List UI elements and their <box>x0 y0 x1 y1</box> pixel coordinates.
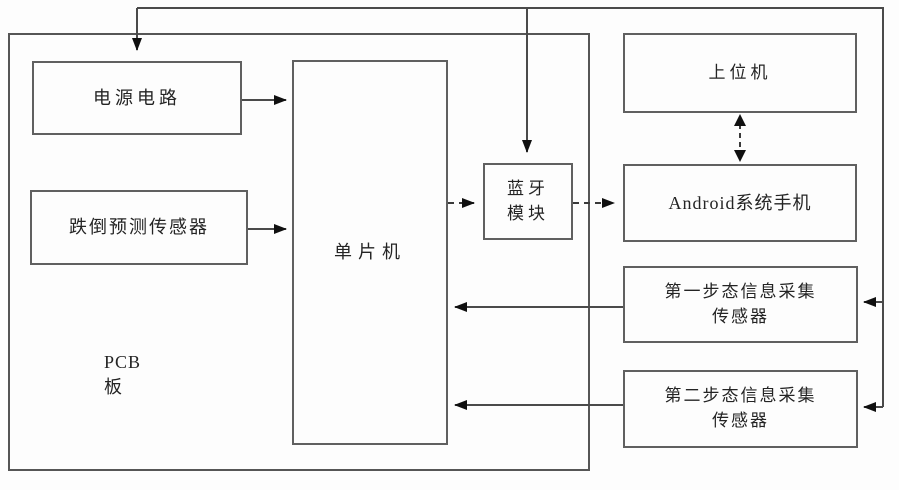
bluetooth-module-box: 蓝牙 模块 <box>483 163 573 240</box>
android-host-down-arrowhead <box>734 150 746 162</box>
power-circuit-box: 电源电路 <box>32 61 242 135</box>
gait-sensor-2-label-line1: 第二步态信息采集 <box>664 386 817 406</box>
gait-sensor-1-box: 第一步态信息采集 传感器 <box>623 266 858 343</box>
mcu-label: 单片机 <box>334 242 406 263</box>
android-phone-label: Android系统手机 <box>668 192 812 213</box>
gait-sensor-1-label-line1: 第一步态信息采集 <box>664 281 817 301</box>
android-phone-box: Android系统手机 <box>623 164 857 242</box>
pcb-board-label: PCB板 <box>104 352 142 397</box>
power-circuit-label: 电源电路 <box>93 87 181 108</box>
host-computer-box: 上位机 <box>623 33 857 113</box>
mcu-box: 单片机 <box>292 60 448 445</box>
host-computer-label: 上位机 <box>708 62 772 82</box>
fall-prediction-sensor-box: 跌倒预测传感器 <box>30 190 248 265</box>
bluetooth-module-label-line1: 蓝牙 <box>507 178 549 198</box>
gait-sensor-2-box: 第二步态信息采集 传感器 <box>623 370 858 448</box>
gait-sensor-2-label-line2: 传感器 <box>712 411 769 430</box>
gait-sensor-1-label-line2: 传感器 <box>712 306 769 326</box>
android-host-up-arrowhead <box>734 114 746 126</box>
bluetooth-module-label-line2: 模块 <box>507 203 549 223</box>
fall-prediction-sensor-label: 跌倒预测传感器 <box>69 217 209 238</box>
